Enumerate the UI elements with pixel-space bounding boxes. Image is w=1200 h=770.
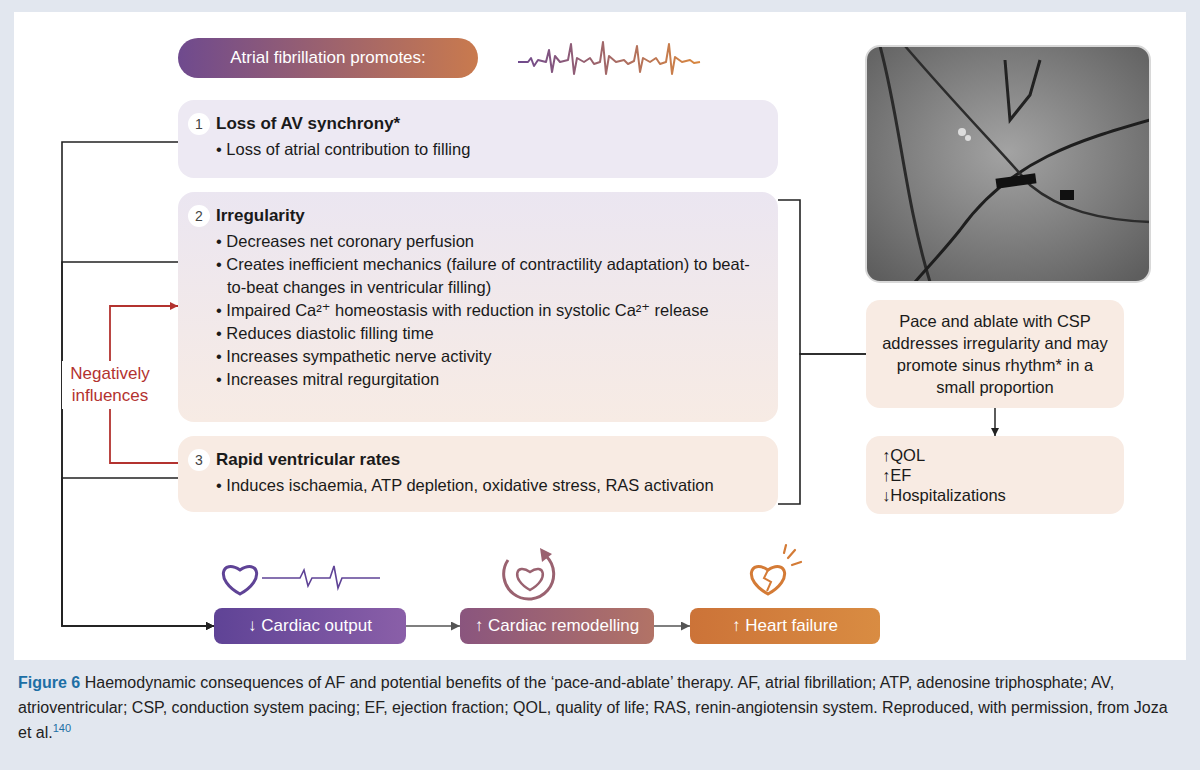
header-pill: Atrial fibrillation promotes: <box>178 38 478 78</box>
electrode <box>995 173 1036 188</box>
box-text: ↑ Cardiac remodelling <box>474 608 640 644</box>
outcome-line: ↓Hospitalizations <box>882 485 1108 505</box>
pacing-lead <box>880 46 930 282</box>
outcome-pill: ↑ Heart failure <box>690 608 880 644</box>
consequence-box: 1 Loss of AV synchrony* • Loss of atrial c… <box>178 100 778 178</box>
connector <box>778 200 866 354</box>
heart-icon <box>751 567 784 594</box>
alert-marks <box>784 545 801 565</box>
pacing-lead <box>915 120 1150 282</box>
ecg-line <box>262 566 380 588</box>
caption-text: Haemodynamic consequences of AF and pote… <box>18 674 1168 741</box>
therapy-box: Pace and ablate with CSP addresses irreg… <box>866 300 1124 408</box>
electrode <box>1060 190 1074 200</box>
box-heading: Irregularity <box>216 205 758 227</box>
connector <box>994 408 996 436</box>
bullet-item: • Induces ischaemia, ATP depletion, oxid… <box>216 474 758 497</box>
box-heading: Loss of AV synchrony* <box>216 113 758 135</box>
outcome-pill: ↓ Cardiac output <box>214 608 406 644</box>
bullet-item: • Reduces diastolic filling time <box>216 322 758 345</box>
marker-dot <box>965 135 971 141</box>
box-text: Pace and ablate with CSP addresses irreg… <box>878 310 1112 398</box>
pacing-lead <box>1005 60 1040 120</box>
box-text: ↓ Cardiac output <box>228 608 392 644</box>
bullet-item: • Increases mitral regurgitation <box>216 368 758 391</box>
consequence-box: 3 Rapid ventricular rates • Induces ischae… <box>178 436 778 512</box>
bullet-item: • Increases sympathetic nerve activity <box>216 345 758 368</box>
bullet-item: • Loss of atrial contribution to filling <box>216 138 758 161</box>
callout-number: 1 <box>188 113 210 135</box>
callout-number: 3 <box>188 449 210 471</box>
heart-crack <box>764 570 771 591</box>
box-text: ↑ Heart failure <box>704 608 866 644</box>
figure-number: Figure 6 <box>18 674 80 691</box>
heart-icon <box>223 567 256 594</box>
outcome-pill: ↑ Cardiac remodelling <box>460 608 654 644</box>
marker-dot <box>958 128 966 136</box>
cycle-arrow <box>504 556 554 599</box>
catheter <box>905 46 1150 222</box>
fluoroscopy-image <box>866 46 1150 282</box>
reference-number: 140 <box>53 722 71 734</box>
bullet-item: • Decreases net coronary perfusion <box>216 230 758 253</box>
connector <box>406 625 460 627</box>
photo-frame <box>866 46 1150 282</box>
bullet-item: • Creates inefficient mechanics (failure… <box>216 253 758 299</box>
heart-icon <box>517 569 543 590</box>
bullet-item: • Impaired Ca²⁺ homeostasis with reducti… <box>216 299 758 322</box>
cycle-arrow-head <box>540 548 552 562</box>
outcome-line: ↑QOL <box>882 445 1108 465</box>
connector <box>654 625 690 627</box>
box-heading: Rapid ventricular rates <box>216 449 758 471</box>
xray-ground <box>866 46 1150 282</box>
consequence-box: 2 Irregularity • Decreases net coronary pe… <box>178 192 778 422</box>
caption-block: Figure 6 Haemodynamic consequences of AF… <box>18 670 1182 745</box>
connector <box>778 354 866 504</box>
connector-label: Negatively influences <box>62 361 158 409</box>
outcome-line: ↑EF <box>882 465 1108 485</box>
callout-number: 2 <box>188 205 210 227</box>
outcome-box: ↑QOL↑EF↓Hospitalizations <box>866 436 1124 514</box>
box-text: Atrial fibrillation promotes: <box>200 38 456 78</box>
ecg-trace <box>518 42 700 74</box>
